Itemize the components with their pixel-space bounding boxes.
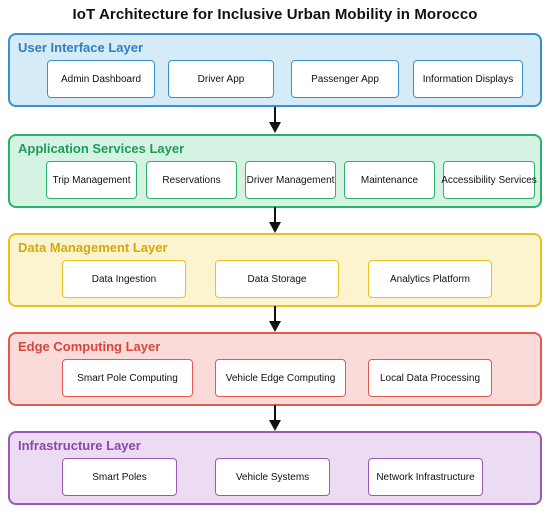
local-data-processing-box: Local Data Processing [368,359,492,397]
layer-title: Edge Computing Layer [18,339,161,354]
data-management-layer: Data Management Layer Data Ingestion Dat… [8,233,542,307]
analytics-platform-box: Analytics Platform [368,260,492,298]
edge-computing-layer: Edge Computing Layer Smart Pole Computin… [8,332,542,406]
maintenance-box: Maintenance [344,161,435,199]
arrow-down-icon [269,107,281,133]
arrow-down-icon [269,207,281,233]
arrow-down-icon [269,306,281,332]
smart-poles-box: Smart Poles [62,458,177,496]
layer-title: Data Management Layer [18,240,168,255]
data-ingestion-box: Data Ingestion [62,260,186,298]
trip-management-box: Trip Management [46,161,137,199]
layer-title: User Interface Layer [18,40,144,55]
driver-management-box: Driver Management [245,161,336,199]
application-services-layer: Application Services Layer Trip Manageme… [8,134,542,208]
layer-title: Application Services Layer [18,141,185,156]
data-storage-box: Data Storage [215,260,339,298]
admin-dashboard-box: Admin Dashboard [47,60,155,98]
infrastructure-layer: Infrastructure Layer Smart Poles Vehicle… [8,431,542,505]
accessibility-services-box: Accessibility Services [441,161,537,199]
network-infrastructure-box: Network Infrastructure [368,458,483,496]
arrow-down-icon [269,405,281,431]
vehicle-edge-computing-box: Vehicle Edge Computing [215,359,346,397]
user-interface-layer: User Interface Layer Admin Dashboard Dri… [8,33,542,107]
information-displays-box: Information Displays [413,60,523,98]
driver-app-box: Driver App [168,60,274,98]
passenger-app-box: Passenger App [291,60,399,98]
diagram-title: IoT Architecture for Inclusive Urban Mob… [72,6,478,23]
smart-pole-computing-box: Smart Pole Computing [62,359,193,397]
layer-title: Infrastructure Layer [18,438,141,453]
reservations-box: Reservations [146,161,237,199]
vehicle-systems-box: Vehicle Systems [215,458,330,496]
